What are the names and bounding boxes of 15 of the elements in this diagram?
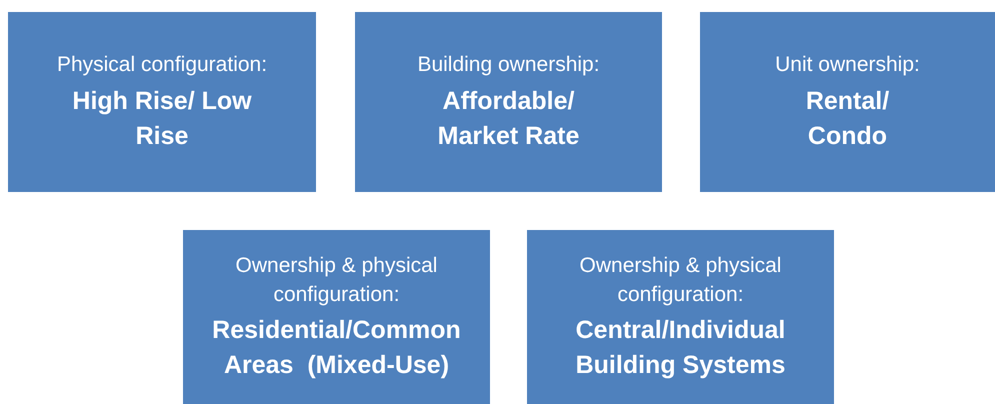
- box-heading: Ownership & physical configuration:: [578, 252, 782, 308]
- box-title: Residential/Common Areas (Mixed-Use): [211, 315, 462, 382]
- box-title: Rental/ Condo: [804, 86, 890, 152]
- process-box: [183, 230, 490, 404]
- process-box: [700, 12, 995, 192]
- process-box: [355, 12, 662, 192]
- box-title: High Rise/ Low Rise: [71, 86, 253, 152]
- box-heading: Physical configuration:: [56, 52, 268, 78]
- box-heading: Unit ownership:: [775, 52, 920, 78]
- process-box: [527, 230, 834, 404]
- box-heading: Ownership & physical configuration:: [234, 252, 438, 308]
- process-box: [8, 12, 316, 192]
- box-title: Affordable/ Market Rate: [436, 86, 580, 152]
- box-heading: Building ownership:: [417, 52, 600, 78]
- box-title: Central/Individual Building Systems: [574, 315, 786, 382]
